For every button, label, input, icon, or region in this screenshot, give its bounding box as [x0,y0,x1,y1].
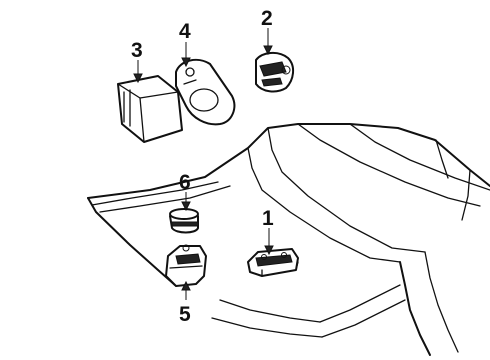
part-1-engine-mount [247,248,299,277]
part-5-lower-mount [165,244,207,287]
part-3-insulator-box [117,75,183,143]
callout-labels: 1 2 3 4 5 6 [131,7,274,326]
part-2-mount-bracket [255,52,294,93]
part-6-spacer [169,208,199,234]
part-4-mounting-plate [175,58,236,126]
callout-3: 3 [131,39,143,62]
callout-4: 4 [179,20,191,43]
callout-1: 1 [262,207,274,230]
callout-2: 2 [261,7,273,30]
callout-5: 5 [179,303,191,326]
vehicle-body-outline [87,123,490,356]
leader-lines [133,28,274,300]
callout-6: 6 [179,171,191,194]
